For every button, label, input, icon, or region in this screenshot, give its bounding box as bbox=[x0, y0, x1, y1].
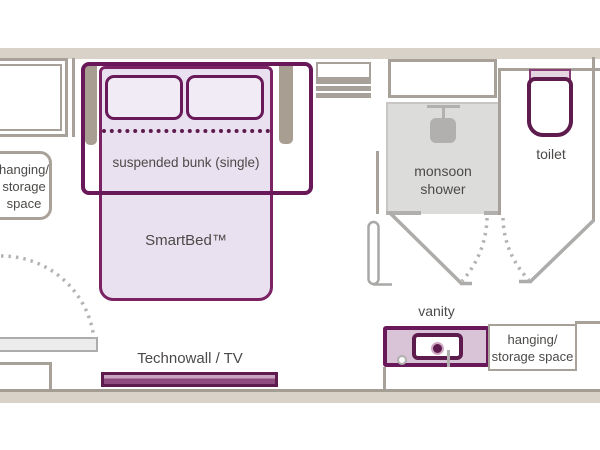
technowall-label: Technowall / TV bbox=[137, 350, 243, 367]
storage-left-line3: space bbox=[6, 196, 42, 212]
wall-step-right bbox=[575, 321, 600, 324]
entry-door-swing-arc bbox=[0, 254, 96, 340]
shower-label-line2: shower bbox=[420, 181, 466, 198]
storage-right-line2: storage space bbox=[491, 349, 574, 365]
wall-shower-left-stub bbox=[376, 151, 379, 214]
shower-track-left bbox=[386, 211, 421, 215]
technowall-bar bbox=[101, 372, 278, 387]
wall-step-vanity bbox=[383, 367, 386, 392]
towel-rack-frame bbox=[316, 62, 371, 79]
bathroom-door-left-arc bbox=[460, 217, 489, 283]
smartbed-label: SmartBed™ bbox=[145, 232, 227, 249]
bunk-dotted-divider-line bbox=[102, 129, 270, 134]
storage-right-label: hanging/ storage space bbox=[488, 331, 577, 365]
bunk-support-right bbox=[279, 65, 293, 144]
storage-left-box bbox=[0, 151, 52, 220]
monsoon-shower-label: monsoon shower bbox=[386, 162, 500, 199]
storage-right-box bbox=[488, 324, 577, 371]
vanity-label: vanity bbox=[418, 303, 455, 319]
towel-rack-bar bbox=[316, 93, 371, 98]
bathroom-door-right bbox=[529, 218, 596, 283]
toilet-label: toilet bbox=[536, 146, 566, 162]
wall-divider-left bbox=[72, 58, 75, 137]
shower-head-icon bbox=[430, 118, 456, 143]
shower-label-line1: monsoon bbox=[414, 163, 472, 179]
bathroom-door-left bbox=[388, 211, 463, 285]
towel-rack-bar bbox=[316, 86, 371, 91]
suspended-bunk-label: suspended bunk (single) bbox=[112, 155, 260, 170]
pillow-left bbox=[105, 75, 183, 120]
wall-shower-right bbox=[498, 68, 501, 215]
top-left-fixture-inner bbox=[0, 64, 62, 131]
wall-step-left-v bbox=[49, 362, 52, 392]
bunk-support-left bbox=[85, 65, 97, 145]
toilet-bowl bbox=[527, 77, 573, 137]
vanity-drain-circle bbox=[397, 355, 407, 365]
entry-door-leaf bbox=[0, 337, 98, 352]
pillow-right bbox=[186, 75, 264, 120]
sink-drain-icon bbox=[431, 342, 444, 355]
suspended-bunk-frame bbox=[81, 62, 313, 195]
storage-right-line1: hanging/ bbox=[507, 332, 558, 347]
towel-rack-bar bbox=[316, 79, 371, 84]
storage-left-line2: storage bbox=[2, 179, 46, 195]
bathroom-door-panel bbox=[367, 220, 380, 286]
wall-top bbox=[0, 48, 600, 59]
shower-head-stem bbox=[442, 105, 445, 120]
bathroom-door-right-arc bbox=[501, 217, 531, 282]
vanity-tap-stub bbox=[447, 350, 450, 367]
wall-right bbox=[592, 57, 595, 221]
storage-left-label: hanging/ storage space bbox=[0, 161, 54, 212]
wall-step-left-h bbox=[0, 362, 52, 365]
shower-ledge-box bbox=[388, 59, 497, 98]
storage-left-line1: hanging/ bbox=[0, 162, 49, 177]
shower-track-right bbox=[484, 211, 501, 215]
wall-bottom bbox=[0, 389, 600, 403]
